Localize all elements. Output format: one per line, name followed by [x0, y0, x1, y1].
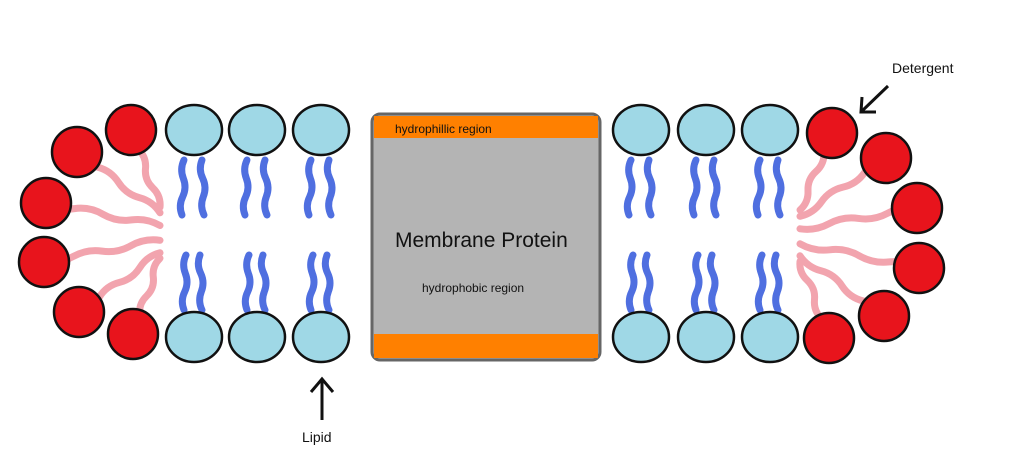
- detergent-head: [859, 131, 913, 185]
- lipid-head: [164, 103, 224, 157]
- lipid-tail: [625, 251, 638, 314]
- lipid-tail: [754, 251, 767, 314]
- hydrophilic-cap-top: [374, 116, 598, 138]
- lipid-tail: [641, 251, 654, 314]
- lipid-tail: [323, 156, 336, 219]
- detergent-head: [106, 307, 160, 361]
- lipid-tail: [321, 251, 334, 314]
- lipid-tail: [178, 251, 191, 314]
- lipid-tail: [708, 156, 721, 219]
- detergent-head: [50, 125, 104, 179]
- detergent-head: [892, 241, 946, 295]
- lipid-tail: [257, 251, 270, 314]
- up-arrow-head-icon: [309, 376, 335, 393]
- lipid-head: [740, 103, 800, 157]
- lipid-tail: [259, 156, 272, 219]
- lipid-tail: [305, 251, 318, 314]
- detergent-head: [17, 235, 71, 289]
- lipid-tail: [196, 156, 209, 219]
- protein-body: [370, 112, 602, 362]
- detergent-head: [802, 311, 856, 365]
- lipid-head: [611, 310, 671, 364]
- membrane-protein: hydrophillic region Membrane Protein hyd…: [370, 112, 602, 362]
- lipid-tail: [706, 251, 719, 314]
- detergent-label: Detergent: [892, 60, 954, 76]
- lipid-head: [164, 310, 224, 364]
- down-left-arrow-icon: [860, 84, 890, 113]
- lipid-tail: [688, 156, 701, 219]
- lipid-tail: [643, 156, 656, 219]
- down-left-arrow-head-icon: [859, 96, 876, 114]
- protein-title: Membrane Protein: [395, 229, 568, 252]
- lipid-head: [291, 310, 351, 364]
- hydrophobic-label: hydrophobic region: [422, 281, 524, 295]
- lipid-head: [227, 310, 287, 364]
- lipid-head: [676, 103, 736, 157]
- lipid-pointer: Lipid: [302, 376, 335, 445]
- lipid-tail: [772, 156, 785, 219]
- lipid-tail: [752, 156, 765, 219]
- lipid-head: [740, 310, 800, 364]
- detergent-head: [19, 176, 73, 230]
- lipid-head: [291, 103, 351, 157]
- lipid-tail: [194, 251, 207, 314]
- detergent-head: [805, 106, 859, 160]
- lipid-tail: [239, 156, 252, 219]
- lipid-tail: [176, 156, 189, 219]
- detergent-pointer: Detergent: [859, 60, 954, 114]
- hydrophilic-label: hydrophillic region: [395, 122, 492, 136]
- lipid-tail: [303, 156, 316, 219]
- lipid-head: [611, 103, 671, 157]
- detergent-head: [52, 285, 106, 339]
- lipid-head: [227, 103, 287, 157]
- lipid-tail: [241, 251, 254, 314]
- detergent-head: [857, 289, 911, 343]
- left-micelle-group: [17, 103, 351, 364]
- detergent-head: [104, 103, 158, 157]
- lipid-head: [676, 310, 736, 364]
- hydrophilic-cap-bottom: [374, 334, 598, 358]
- detergent-head: [890, 181, 944, 235]
- lipid-tail: [690, 251, 703, 314]
- lipid-tail: [623, 156, 636, 219]
- lipid-label: Lipid: [302, 429, 332, 445]
- lipid-tail: [770, 251, 783, 314]
- right-micelle-group: [611, 103, 946, 365]
